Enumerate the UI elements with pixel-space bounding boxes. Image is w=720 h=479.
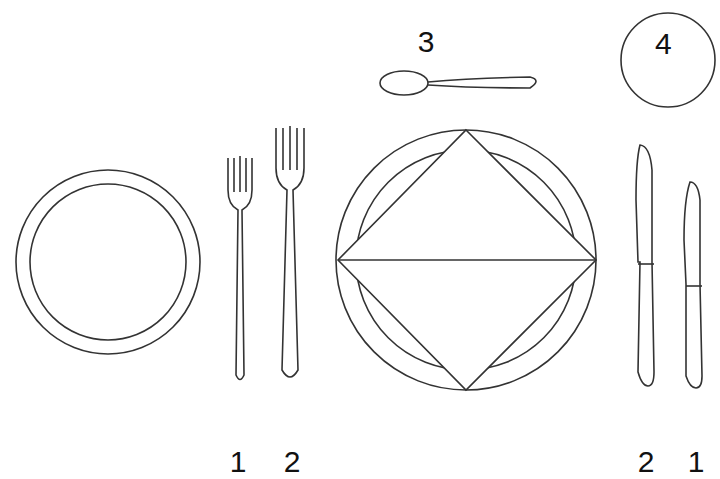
knife-bolster <box>686 285 702 287</box>
side-plate-rim <box>30 184 186 340</box>
glass-outline <box>619 11 717 109</box>
callout-number: 1 <box>230 447 247 477</box>
callout-number: 3 <box>418 27 435 57</box>
large-knife <box>636 145 654 386</box>
folded-napkin <box>338 130 596 390</box>
knife-bolster <box>638 263 654 265</box>
dinner-plate <box>336 130 596 390</box>
small-knife <box>684 182 702 388</box>
callout-number: 4 <box>655 29 672 59</box>
side-plate <box>16 170 200 354</box>
large-fork <box>276 126 304 377</box>
small-fork <box>228 156 252 380</box>
callout-number: 2 <box>284 447 301 477</box>
dessert-spoon <box>380 71 536 95</box>
glass-circle: 4 <box>619 11 717 109</box>
callout-number: 2 <box>638 447 655 477</box>
callout-number: 1 <box>688 447 705 477</box>
